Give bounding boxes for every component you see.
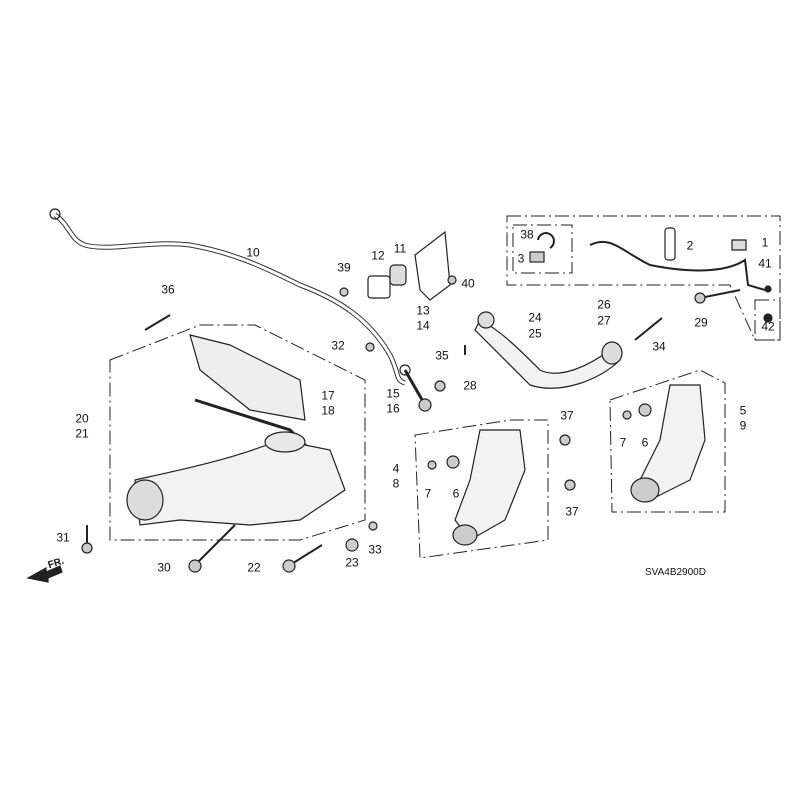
diagram-code: SVA4B2900D: [645, 567, 706, 578]
callout-11: 11: [393, 241, 407, 256]
callout-38: 38: [520, 227, 534, 242]
callout-21: 21: [75, 426, 89, 441]
callout-6-left: 6: [452, 486, 460, 501]
callout-20: 20: [75, 411, 89, 426]
callout-3: 3: [517, 251, 525, 266]
callout-4: 4: [392, 461, 400, 476]
callout-24: 24: [528, 310, 542, 325]
bracket-plate: [414, 230, 451, 301]
callout-13: 13: [416, 303, 430, 318]
callout-8: 8: [392, 476, 400, 491]
bushing-bracket: [367, 275, 391, 299]
callout-6-right: 6: [641, 435, 649, 450]
callout-32: 32: [331, 338, 345, 353]
callout-16: 16: [386, 401, 400, 416]
knuckle-right: [639, 384, 706, 501]
callout-29: 29: [694, 315, 708, 330]
callout-37-upper: 37: [560, 408, 574, 423]
knuckle-left: [454, 429, 526, 541]
callout-27: 27: [597, 313, 611, 328]
callout-5: 5: [739, 403, 747, 418]
callout-15: 15: [386, 386, 400, 401]
callout-36: 36: [161, 282, 175, 297]
upper-control-arm: [474, 319, 621, 389]
upper-arm: [189, 334, 306, 421]
callout-7-right: 7: [619, 435, 627, 450]
bushing: [389, 264, 407, 286]
callout-34: 34: [652, 339, 666, 354]
callout-1: 1: [761, 235, 769, 250]
callout-40: 40: [461, 276, 475, 291]
callout-31: 31: [56, 530, 70, 545]
callout-22: 22: [247, 560, 261, 575]
callout-12: 12: [371, 248, 385, 263]
callout-26: 26: [597, 297, 611, 312]
abs-sensor-wire: [589, 240, 766, 291]
callout-10: 10: [246, 245, 260, 260]
callout-9: 9: [739, 418, 747, 433]
front-arrow: [26, 565, 63, 583]
callout-42: 42: [761, 319, 775, 334]
callout-35: 35: [435, 348, 449, 363]
callout-2: 2: [686, 238, 694, 253]
callout-17: 17: [321, 388, 335, 403]
callout-41: 41: [758, 256, 772, 271]
bar-eye: [49, 208, 61, 220]
callout-14: 14: [416, 318, 430, 333]
callout-7-left: 7: [424, 486, 432, 501]
callout-25: 25: [528, 326, 542, 341]
callout-30: 30: [157, 560, 171, 575]
callout-23: 23: [345, 555, 359, 570]
callout-18: 18: [321, 403, 335, 418]
callout-39: 39: [337, 260, 351, 275]
callout-28: 28: [463, 378, 477, 393]
callout-33: 33: [368, 542, 382, 557]
callout-37-lower: 37: [565, 504, 579, 519]
lower-arm: [134, 439, 346, 526]
